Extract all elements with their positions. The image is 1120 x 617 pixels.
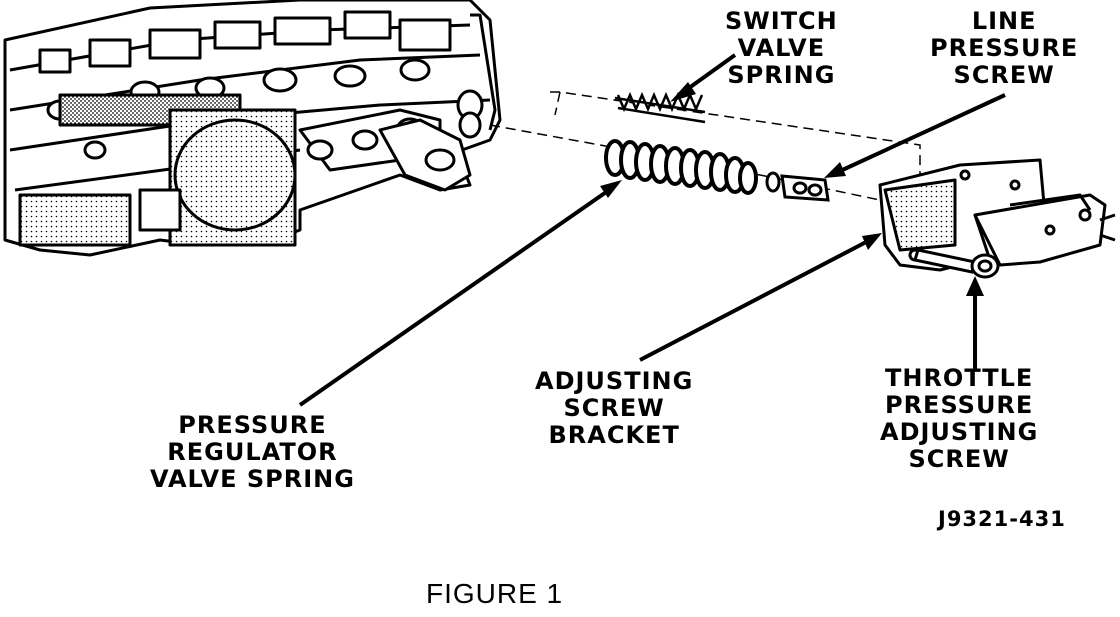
label-line: REGULATOR [167,438,338,466]
pressure-regulator-valve-spring [604,139,758,195]
leader-arrows [298,53,1006,407]
label-line: SCREW [908,445,1010,473]
label-line: SWITCH [725,7,838,35]
label-line: SCREW [953,61,1055,89]
label-pressure-regulator-valve-spring: PRESSURE REGULATOR VALVE SPRING [150,412,355,493]
label-line: VALVE SPRING [150,465,355,493]
label-switch-valve-spring: SWITCH VALVE SPRING [725,8,838,89]
label-line: PRESSURE [884,391,1034,419]
label-line: LINE [971,7,1037,35]
valve-body [3,0,502,257]
label-line-pressure-screw: LINE PRESSURE SCREW [930,8,1078,89]
label-line: BRACKET [548,421,680,449]
label-throttle-pressure-adjusting-screw: THROTTLE PRESSURE ADJUSTING SCREW [880,365,1038,473]
figure-id: J9321-431 [938,507,1066,531]
line-pressure-screw [765,171,830,202]
label-line: ADJUSTING [880,418,1039,446]
label-line: VALVE [737,34,826,62]
switch-valve-spring [614,91,706,124]
label-line: THROTTLE [884,364,1034,392]
throttle-pressure-adjusting-screw [913,248,1000,279]
adjusting-screw-bracket [878,158,1116,272]
label-line: ADJUSTING [535,367,694,395]
figure-caption: FIGURE 1 [426,578,564,609]
label-adjusting-screw-bracket: ADJUSTING SCREW BRACKET [535,368,693,449]
label-line: SCREW [563,394,665,422]
label-line: PRESSURE [178,411,327,439]
label-line: SPRING [727,61,836,89]
label-line: PRESSURE [930,34,1079,62]
